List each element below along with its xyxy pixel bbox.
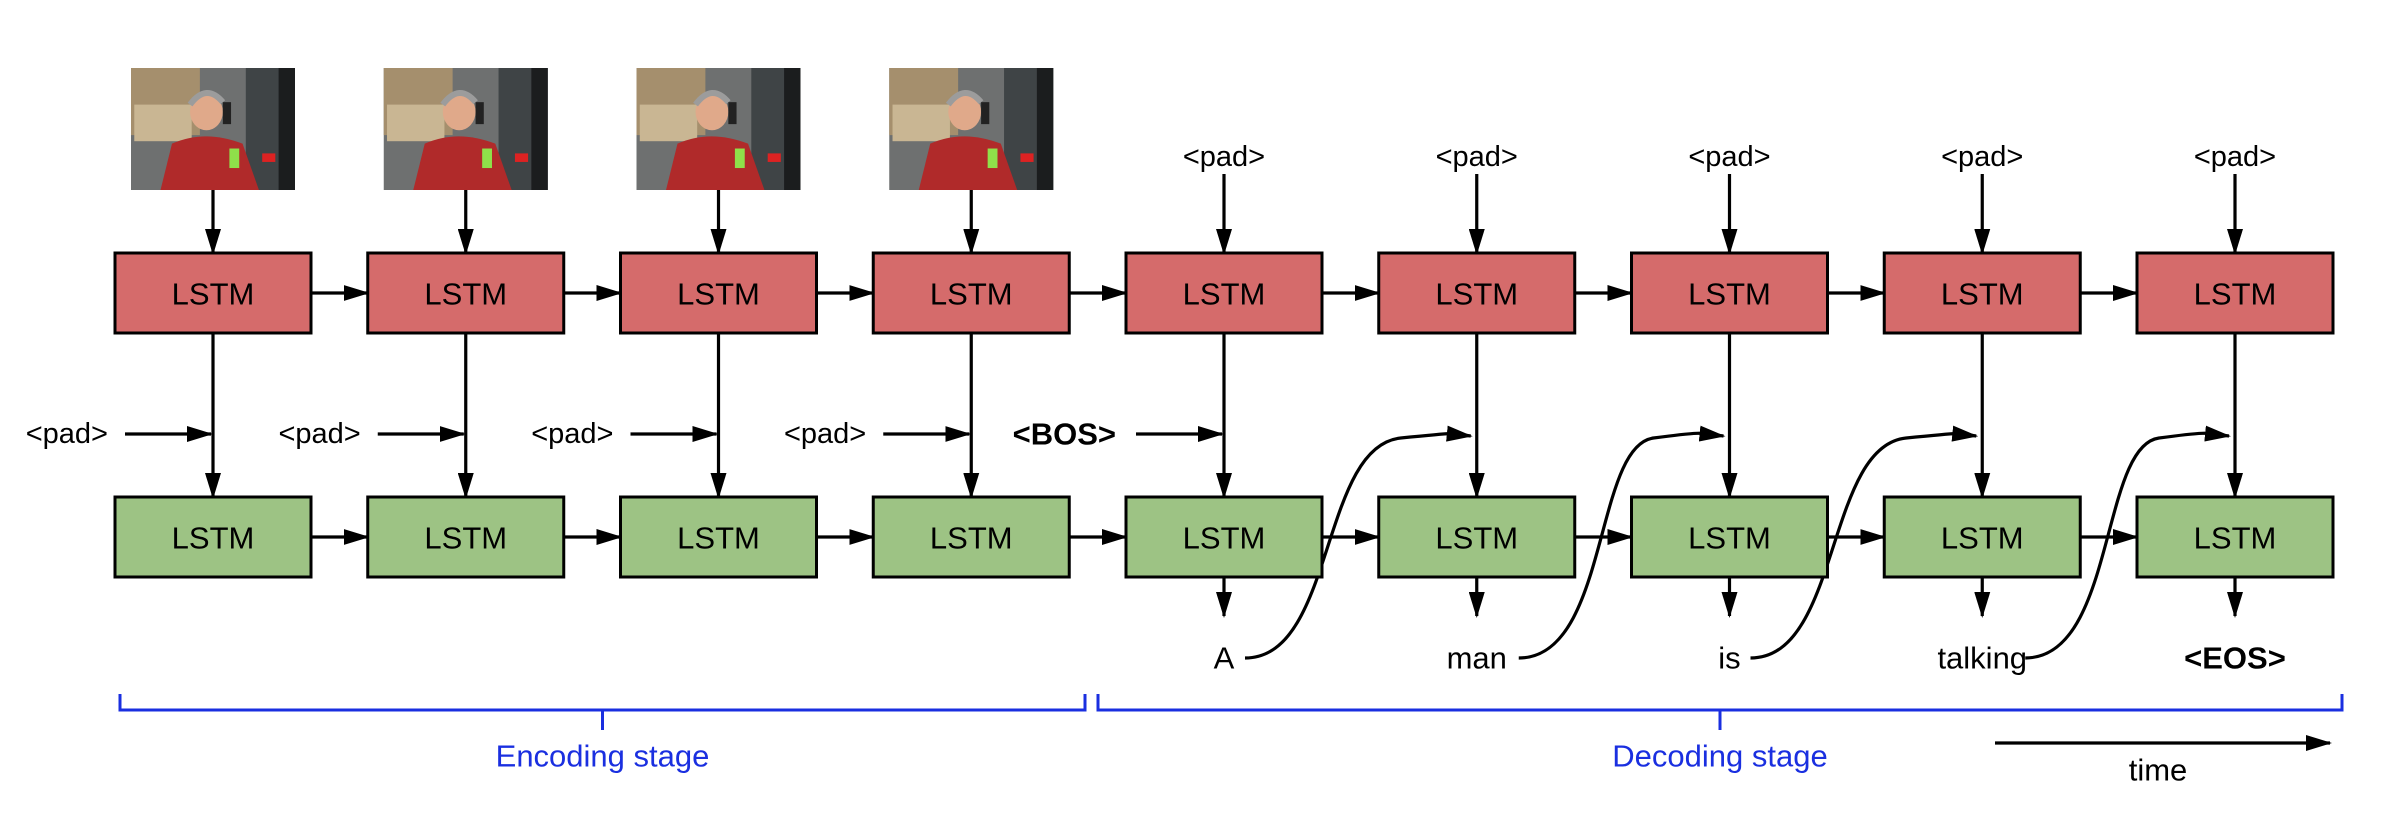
lstm-top-cell-7: LSTM [1630, 251, 1829, 335]
lstm-bottom-cell-8: LSTM [1882, 495, 2082, 579]
lstm-bottom-box [871, 495, 1071, 579]
top-pad-input-5: <pad> [2194, 141, 2276, 173]
output-word-4: talking [1937, 641, 2027, 676]
lstm-top-cell-2: LSTM [366, 251, 566, 335]
lstm-label: LSTM [930, 277, 1013, 312]
lstm-bottom-box [1882, 495, 2082, 579]
output-word-2: man [1447, 641, 1507, 676]
lstm-top-cell-5: LSTM [1124, 251, 1324, 335]
bos-token: <BOS> [1013, 417, 1116, 452]
lstm-top-box [366, 251, 566, 335]
top-pad-input-3: <pad> [1688, 141, 1770, 173]
decoding-stage-bracket [1096, 694, 2344, 730]
lstm-top-cell-6: LSTM [1377, 251, 1577, 335]
top-pad-input-4: <pad> [1941, 141, 2023, 173]
video-frame-3 [636, 68, 801, 190]
lstm-bottom-box [113, 495, 313, 579]
lstm-label: LSTM [1688, 277, 1771, 312]
video-frame-1 [131, 68, 295, 190]
lstm-bottom-box [1630, 495, 1829, 579]
lstm-label: LSTM [1435, 277, 1518, 312]
lstm-label: LSTM [2194, 521, 2277, 556]
lstm-top-box [1124, 251, 1324, 335]
lstm-bottom-cell-9: LSTM [2135, 495, 2335, 579]
lstm-bottom-cell-1: LSTM [113, 495, 313, 579]
encoding-stage-label: Encoding stage [496, 739, 710, 774]
output-word-3: is [1718, 641, 1740, 676]
lstm-bottom-box [1377, 495, 1577, 579]
lstm-label: LSTM [1688, 521, 1771, 556]
lstm-bottom-cell-4: LSTM [871, 495, 1071, 579]
lstm-label: LSTM [172, 521, 255, 556]
lstm-label: LSTM [930, 521, 1013, 556]
lstm-bottom-box [1124, 495, 1324, 579]
lstm-label: LSTM [1183, 277, 1266, 312]
lstm-bottom-cell-7: LSTM [1630, 495, 1829, 579]
lstm-label: LSTM [1941, 277, 2024, 312]
feedback-arrow [2025, 425, 2231, 660]
lstm-top-box [113, 251, 313, 335]
bottom-pad-input-4: <pad> [784, 418, 866, 450]
video-frame-4 [889, 68, 1054, 190]
lstm-top-box [1882, 251, 2082, 335]
lstm-top-cell-9: LSTM [2135, 251, 2335, 335]
eos-token: <EOS> [2184, 641, 2286, 676]
output-word-1: A [1214, 641, 1235, 676]
top-pad-input-1: <pad> [1183, 141, 1265, 173]
labels-layer: <pad> <pad> <pad> <pad> <pad> <pad> <pad> <pad>… [26, 141, 2286, 676]
lstm-label: LSTM [2194, 277, 2277, 312]
top-pad-input-2: <pad> [1436, 141, 1518, 173]
stage-brackets-layer: Encoding stage Decoding stage time [118, 694, 2344, 788]
lstm-top-cell-4: LSTM [871, 251, 1071, 335]
lstm-top-cell-3: LSTM [619, 251, 818, 335]
lstm-label: LSTM [1183, 521, 1266, 556]
bottom-pad-input-2: <pad> [278, 418, 360, 450]
lstm-label: LSTM [172, 277, 255, 312]
lstm-top-cell-1: LSTM [113, 251, 313, 335]
lstm-label: LSTM [677, 521, 760, 556]
lstm-label: LSTM [1941, 521, 2024, 556]
video-frame-2 [383, 68, 548, 190]
lstm-boxes-layer: LSTM LSTM LSTM LSTM LSTM LSTM LSTM LSTM LSTM LSTM… [113, 251, 2335, 579]
lstm-bottom-box [366, 495, 566, 579]
lstm-bottom-cell-2: LSTM [366, 495, 566, 579]
feedback-arrow [1244, 425, 1473, 660]
lstm-top-box [1630, 251, 1829, 335]
lstm-label: LSTM [677, 277, 760, 312]
lstm-label: LSTM [1435, 521, 1518, 556]
lstm-top-cell-8: LSTM [1882, 251, 2082, 335]
lstm-label: LSTM [424, 521, 507, 556]
lstm-top-box [871, 251, 1071, 335]
lstm-top-box [2135, 251, 2335, 335]
lstm-label: LSTM [424, 277, 507, 312]
bottom-pad-input-3: <pad> [531, 418, 613, 450]
lstm-bottom-cell-6: LSTM [1377, 495, 1577, 579]
lstm-bottom-cell-3: LSTM [619, 495, 818, 579]
bottom-pad-input-1: <pad> [26, 418, 108, 450]
lstm-bottom-cell-5: LSTM [1124, 495, 1324, 579]
lstm-bottom-box [2135, 495, 2335, 579]
feedback-arrow [1518, 425, 1726, 660]
arrows-layer [125, 174, 2243, 660]
encoding-stage-bracket [118, 694, 1087, 730]
time-label: time [2129, 753, 2188, 788]
decoding-stage-label: Decoding stage [1612, 739, 1827, 774]
video-frames-layer [131, 68, 1054, 190]
lstm-top-box [1377, 251, 1577, 335]
lstm-bottom-box [619, 495, 818, 579]
feedback-arrow [1750, 425, 1979, 660]
lstm-top-box [619, 251, 818, 335]
